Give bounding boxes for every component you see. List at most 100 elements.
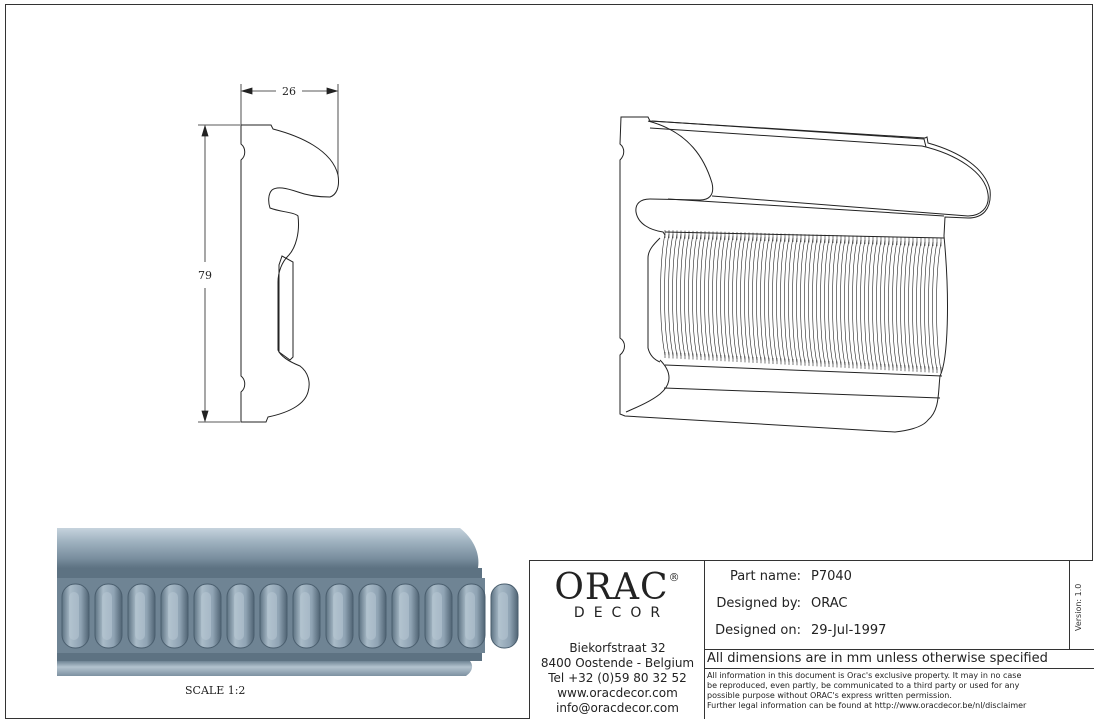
- iso-flute-line: [740, 236, 746, 360]
- iso-lower-lip: [625, 359, 670, 413]
- moulding-render: [57, 528, 519, 676]
- iso-flute-line: [820, 238, 826, 364]
- render-bottom-groove: [57, 653, 482, 661]
- iso-flute-line: [752, 236, 758, 361]
- iso-flute-line: [796, 238, 802, 363]
- iso-flute-line: [728, 235, 734, 359]
- iso-flute-line: [876, 240, 882, 367]
- dimension-height-label: 79: [198, 269, 212, 282]
- iso-flute-line: [892, 240, 898, 368]
- dimension-lines: [198, 84, 339, 423]
- render-flute-highlight: [399, 592, 409, 640]
- render-flute-highlight: [432, 592, 442, 640]
- legal-disclaimer-line: Further legal information can be found a…: [707, 701, 1027, 710]
- designed-by-value: ORAC: [811, 596, 848, 611]
- iso-flute-line: [788, 237, 794, 363]
- iso-flute-line: [784, 237, 790, 362]
- address-phone: Tel +32 (0)59 80 32 52: [548, 671, 687, 685]
- iso-flute-line: [856, 239, 862, 366]
- iso-flute-line: [908, 241, 914, 369]
- iso-flute-line: [676, 234, 682, 356]
- iso-flute-line: [936, 242, 942, 371]
- render-flute-highlight: [135, 592, 145, 640]
- profile-outline: [240, 124, 339, 423]
- profile-section: [240, 124, 339, 423]
- isometric-view: [619, 116, 991, 433]
- iso-flute-line: [772, 237, 778, 362]
- legal-line: be reproduced, even partly, be communica…: [707, 681, 1020, 690]
- iso-flute-line: [748, 236, 754, 360]
- iso-flute-line: [916, 241, 922, 370]
- part-name-label: Part name:: [729, 569, 801, 584]
- iso-flute-line: [720, 235, 726, 359]
- iso-flute-line: [696, 235, 702, 358]
- iso-flute-line: [700, 235, 706, 358]
- render-flute-highlight: [300, 592, 310, 640]
- iso-flute-band: [660, 230, 942, 374]
- render-flute-highlight: [234, 592, 244, 640]
- part-info: Part name: P7040 Designed by: ORAC Desig…: [705, 561, 1069, 649]
- address-email: info@oracdecor.com: [556, 701, 679, 715]
- render-top-groove: [57, 568, 482, 578]
- iso-front-left: [647, 237, 661, 363]
- iso-flute-line: [860, 239, 866, 367]
- designed-on-label: Designed on:: [715, 623, 801, 638]
- dimensions-note: All dimensions are in mm unless otherwis…: [705, 649, 1094, 669]
- iso-flute-line: [664, 234, 670, 356]
- part-name-value: P7040: [811, 569, 852, 584]
- legal-line: possible purpose without ORAC's express …: [707, 691, 952, 700]
- iso-flute-line: [704, 235, 710, 358]
- render-flute-highlight: [366, 592, 376, 640]
- iso-flute-line: [868, 240, 874, 367]
- iso-flute-line: [832, 239, 838, 365]
- address-line: Biekorfstraat 32: [569, 641, 666, 655]
- iso-flute-line: [816, 238, 822, 364]
- render-top-band: [57, 528, 479, 568]
- iso-flute-line: [680, 234, 686, 357]
- render-flute-highlight: [69, 592, 79, 640]
- iso-flute-line: [804, 238, 810, 363]
- iso-flute-line: [716, 235, 722, 359]
- iso-flute-line: [800, 238, 806, 363]
- render-flute-highlight: [267, 592, 277, 640]
- iso-flute-line: [900, 241, 906, 369]
- render-flute-row: [61, 583, 519, 649]
- logo-brand: ORAC: [554, 567, 669, 608]
- company-address: Biekorfstraat 32 8400 Oostende - Belgium…: [530, 641, 705, 716]
- iso-flute-line: [760, 236, 766, 361]
- render-flute-highlight: [333, 592, 343, 640]
- legal-line: All information in this document is Orac…: [707, 671, 1022, 680]
- iso-flute-line: [840, 239, 846, 365]
- iso-flute-line: [792, 237, 798, 363]
- iso-flute-line: [836, 239, 842, 365]
- iso-flute-line: [904, 241, 910, 369]
- iso-flute-line: [660, 233, 666, 356]
- designed-by-label: Designed by:: [716, 596, 801, 611]
- logo-cell: ORAC® DECOR Biekorfstraat 32 8400 Oosten…: [530, 561, 705, 719]
- iso-flute-line: [920, 241, 926, 370]
- logo-subtitle: DECOR: [573, 605, 670, 621]
- iso-flute-line: [888, 240, 894, 368]
- iso-flute-line: [844, 239, 850, 366]
- iso-flute-line: [896, 241, 902, 369]
- registered-mark: ®: [668, 571, 681, 584]
- scale-label: SCALE 1:2: [185, 684, 246, 697]
- iso-flute-line: [724, 235, 730, 359]
- iso-top-front: [635, 120, 714, 236]
- iso-flute-line: [824, 238, 830, 365]
- iso-flute-line: [708, 235, 714, 358]
- render-flute-highlight: [168, 592, 178, 640]
- iso-flute-line: [712, 235, 718, 358]
- iso-flute-line: [776, 237, 782, 362]
- render-bottom-band: [57, 661, 473, 676]
- address-website: www.oracdecor.com: [557, 686, 678, 700]
- iso-flute-line: [692, 234, 698, 357]
- address-line: 8400 Oostende - Belgium: [540, 656, 695, 670]
- render-flute-highlight: [498, 592, 508, 640]
- render-flute-highlight: [201, 592, 211, 640]
- iso-top-fillet: [651, 120, 927, 148]
- iso-flute-line: [672, 234, 678, 356]
- dimension-width-label: 26: [282, 85, 296, 98]
- iso-flute-line: [932, 242, 938, 371]
